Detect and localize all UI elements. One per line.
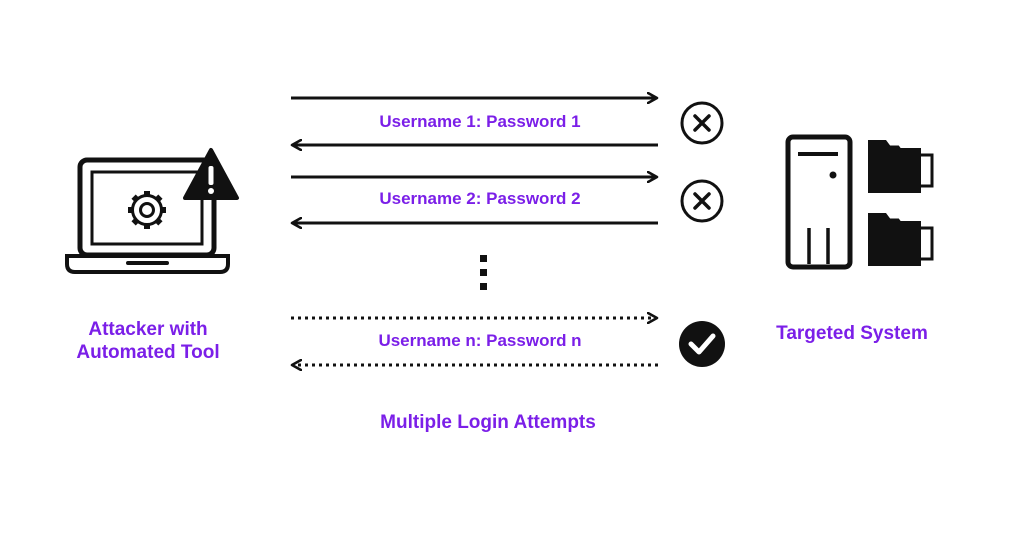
attempt-label-1: Username 1: Password 1 [379, 112, 581, 131]
warning-icon [183, 148, 239, 200]
x-circle-icon [680, 179, 724, 223]
diagram-caption: Multiple Login Attempts [380, 412, 596, 433]
server-icon [785, 134, 853, 270]
gear-icon [128, 191, 166, 229]
attacker-label-line2: Automated Tool [76, 342, 220, 363]
check-circle-icon [679, 321, 725, 367]
vertical-ellipsis-icon [480, 255, 487, 290]
x-circle-icon [680, 101, 724, 145]
attacker-label: Attacker with Automated Tool [58, 318, 238, 364]
folder-icon [868, 213, 934, 266]
attacker-laptop-icon [65, 148, 239, 274]
attempt-label-2: Username 2: Password 2 [379, 189, 581, 208]
folder-icon [868, 140, 934, 193]
attacker-label-line1: Attacker with [88, 319, 208, 340]
attempt-arrows [291, 98, 658, 365]
target-label: Targeted System [776, 323, 928, 344]
attempt-label-n: Username n: Password n [378, 331, 582, 350]
